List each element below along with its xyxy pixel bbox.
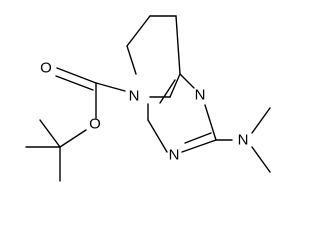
bond-c4a-c8a-fusion [169, 73, 181, 98]
bond-c7-c8a [175, 15, 181, 75]
bond-c-o-double-a [56, 67, 97, 84]
bond-n3-c4 [147, 119, 168, 153]
molecule-structure-diagram: N N N N O O [25, 15, 271, 182]
bond-n-me-up [251, 107, 271, 134]
atom-label-o-carbonyl: O [40, 60, 52, 77]
bond-c8a-c4-double [159, 79, 176, 104]
atom-label-o-ester: O [89, 116, 101, 133]
bond-o-c-quaternary [59, 129, 87, 148]
atom-label-n-lower: N [169, 147, 180, 164]
bond-n5-c-carbonyl [95, 82, 126, 92]
bond-c5-c6 [126, 15, 151, 47]
bond-c2-n3-double [184, 132, 212, 144]
bond-cq-me-upper [39, 119, 61, 148]
bond-c8a-n1 [179, 73, 195, 89]
atom-label-n-upper: N [195, 87, 206, 104]
bond-n-me-down [251, 146, 271, 173]
atom-label-n-amine: N [238, 132, 249, 149]
atom-label-n-carbamate: N [129, 88, 140, 105]
bond-n1-c2 [204, 104, 217, 141]
bond-c-o-double-b [55, 75, 94, 91]
bond-c6-c7 [126, 45, 137, 75]
bond-c2-n3 [181, 139, 217, 153]
